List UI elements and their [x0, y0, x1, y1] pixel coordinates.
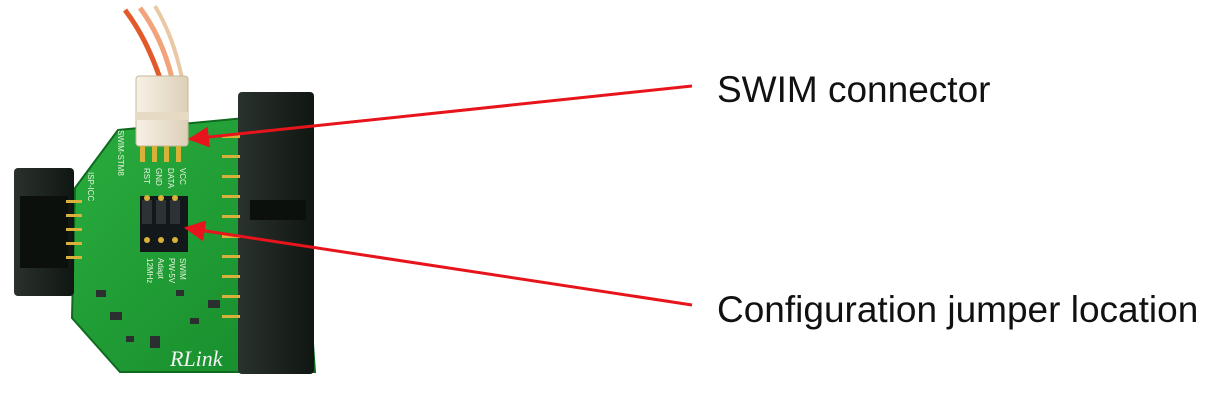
configuration-jumper-label: Configuration jumper location: [717, 289, 1199, 330]
smd-components: [96, 290, 220, 348]
swim-connector-label: SWIM connector: [717, 69, 991, 110]
silkscreen-swim-pin-1: VCC: [178, 168, 187, 185]
silkscreen-jumper-1: SWIM: [178, 258, 187, 280]
jtag-header: [222, 92, 314, 374]
silkscreen-jumper-4: 12MHz: [145, 258, 154, 283]
configuration-jumpers: [140, 195, 188, 252]
silkscreen-jumper-3: Adapt: [156, 258, 165, 280]
silkscreen-jumper-2: PW-5V: [167, 258, 176, 284]
rlink-logo: RLink: [169, 346, 224, 371]
config-jumper-arrow: [183, 220, 693, 307]
swim-connector-arrow: [187, 84, 693, 148]
silkscreen-swim-pin-3: GND: [154, 168, 163, 186]
left-header: [14, 168, 82, 296]
silkscreen-swim-stm8: SWIM-STM8: [116, 130, 125, 176]
silkscreen-swim-pin-4: RST: [142, 168, 151, 184]
silkscreen-swim-pin-2: DATA: [166, 168, 175, 189]
silkscreen-isp-header: ISP-ICC: [86, 172, 95, 202]
swim-connector-body: [135, 75, 189, 162]
swim-cable: [122, 4, 184, 79]
